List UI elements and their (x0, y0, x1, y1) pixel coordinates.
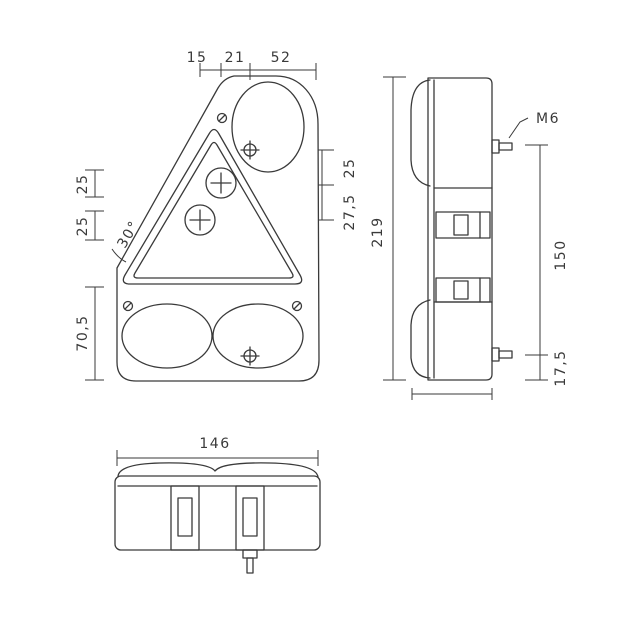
bottom-body-outline (114, 475, 321, 551)
top-lens-crosshair (240, 140, 260, 160)
front-dim-top: 15 21 52 (187, 50, 317, 80)
thread-label: M6 (536, 111, 560, 127)
angle-arc (111, 248, 127, 263)
side-bracket-upper (435, 211, 491, 239)
front-dim-left-lower: 70,5 (75, 286, 104, 381)
plus-circle (184, 204, 216, 236)
dim-label-25-a: 25 (75, 174, 91, 195)
plus-circle (205, 167, 237, 199)
side-stud-top (491, 139, 513, 154)
stud-nut (242, 549, 258, 559)
reflector-plus-lower (184, 204, 216, 236)
leader-line (508, 117, 529, 139)
angle-label: 30° (115, 218, 144, 251)
reflector-triangle-outer (122, 128, 303, 285)
stud-thread (498, 142, 513, 151)
screw-head (291, 300, 303, 312)
stud-thread (498, 350, 513, 359)
side-lens-bottom-dome (410, 299, 431, 379)
dim-label-17-5: 17,5 (553, 349, 569, 386)
dim-label-52: 52 (271, 50, 292, 66)
side-view (410, 77, 513, 381)
dim-label-25-b: 25 (75, 216, 91, 237)
screw-slot (218, 114, 226, 122)
reflector-triangle-inner (133, 141, 294, 279)
side-dim-height: 219 (370, 76, 406, 381)
bottom-lens-crosshair (240, 346, 260, 366)
bracket-slot (453, 280, 469, 300)
screw-left (122, 300, 134, 312)
bracket-slot (177, 497, 193, 537)
screw-head (216, 112, 228, 124)
bottom-bracket-right (235, 485, 265, 551)
screw-slot (124, 302, 132, 310)
stud-nut (491, 139, 500, 154)
bottom-dim-width: 146 (116, 436, 319, 466)
screw-slot (293, 302, 301, 310)
bracket-slot (453, 214, 469, 236)
screw-top (216, 112, 228, 124)
stud-nut (491, 347, 500, 362)
bracket-body (435, 211, 491, 239)
side-dim-mount: 150 17,5 (525, 144, 569, 387)
dim-label-21: 21 (225, 50, 246, 66)
side-lens-top-dome (410, 79, 431, 187)
dim-label-146: 146 (199, 436, 230, 452)
dim-label-27-5: 27,5 (342, 193, 358, 230)
side-bracket-lower (435, 277, 491, 303)
front-view (116, 75, 320, 382)
front-dim-right: 25 27,5 (318, 149, 358, 231)
bottom-right-lens (212, 303, 304, 369)
side-stud-bottom (491, 347, 513, 362)
dim-label-25-c: 25 (342, 158, 358, 179)
side-thread-callout: M6 (508, 111, 560, 139)
bracket-slot (242, 497, 258, 537)
bottom-left-lens (121, 303, 213, 369)
bottom-view (114, 462, 321, 574)
stud-thread (246, 557, 254, 574)
side-body-outline (427, 77, 493, 381)
side-dim-depth (411, 388, 493, 400)
front-dim-left-upper: 25 25 (75, 169, 104, 241)
dim-label-150: 150 (553, 239, 569, 270)
reflector-plus-upper (205, 167, 237, 199)
screw-right (291, 300, 303, 312)
bottom-lens-domes (117, 462, 319, 478)
dim-label-15: 15 (187, 50, 208, 66)
front-outline (116, 75, 320, 382)
bottom-stud (242, 549, 258, 574)
dim-label-70-5: 70,5 (75, 314, 91, 351)
top-lens (231, 81, 305, 173)
bracket-body (435, 277, 491, 303)
dim-label-219: 219 (370, 216, 386, 247)
front-dim-angle: 30° (111, 218, 144, 263)
screw-head (122, 300, 134, 312)
bracket-body (235, 485, 265, 551)
bottom-bracket-left (170, 485, 200, 551)
bracket-body (170, 485, 200, 551)
